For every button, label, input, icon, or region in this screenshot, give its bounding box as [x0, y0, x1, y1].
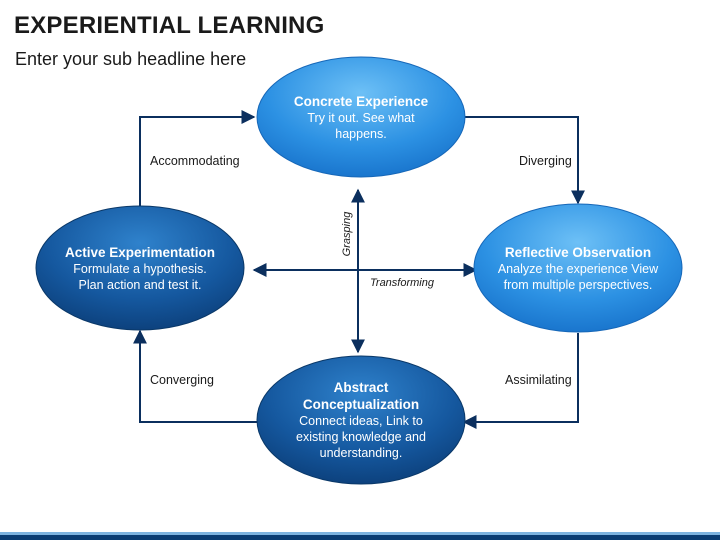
abstract-conceptualization-ellipse — [256, 355, 466, 485]
connector-accommodating — [139, 110, 256, 206]
connector-assimilating — [462, 333, 579, 429]
concrete-experience-ellipse — [256, 56, 466, 178]
active-experimentation-ellipse — [35, 205, 245, 331]
connector-diverging — [462, 116, 585, 205]
page-title: EXPERIENTIAL LEARNING — [14, 12, 325, 39]
page-subtitle: Enter your sub headline here — [15, 49, 247, 69]
edge-label-assimilating: Assimilating — [505, 373, 572, 387]
edge-label-converging: Converging — [150, 373, 214, 387]
reflective-observation-ellipse — [473, 203, 683, 333]
bottom-accent-bar — [0, 532, 720, 540]
axis-label-grasping: Grasping — [341, 211, 353, 257]
edge-label-accommodating: Accommodating — [150, 154, 240, 168]
axis-label-transforming: Transforming — [370, 277, 434, 289]
edge-label-diverging: Diverging — [519, 154, 572, 168]
connector-converging — [133, 329, 257, 423]
